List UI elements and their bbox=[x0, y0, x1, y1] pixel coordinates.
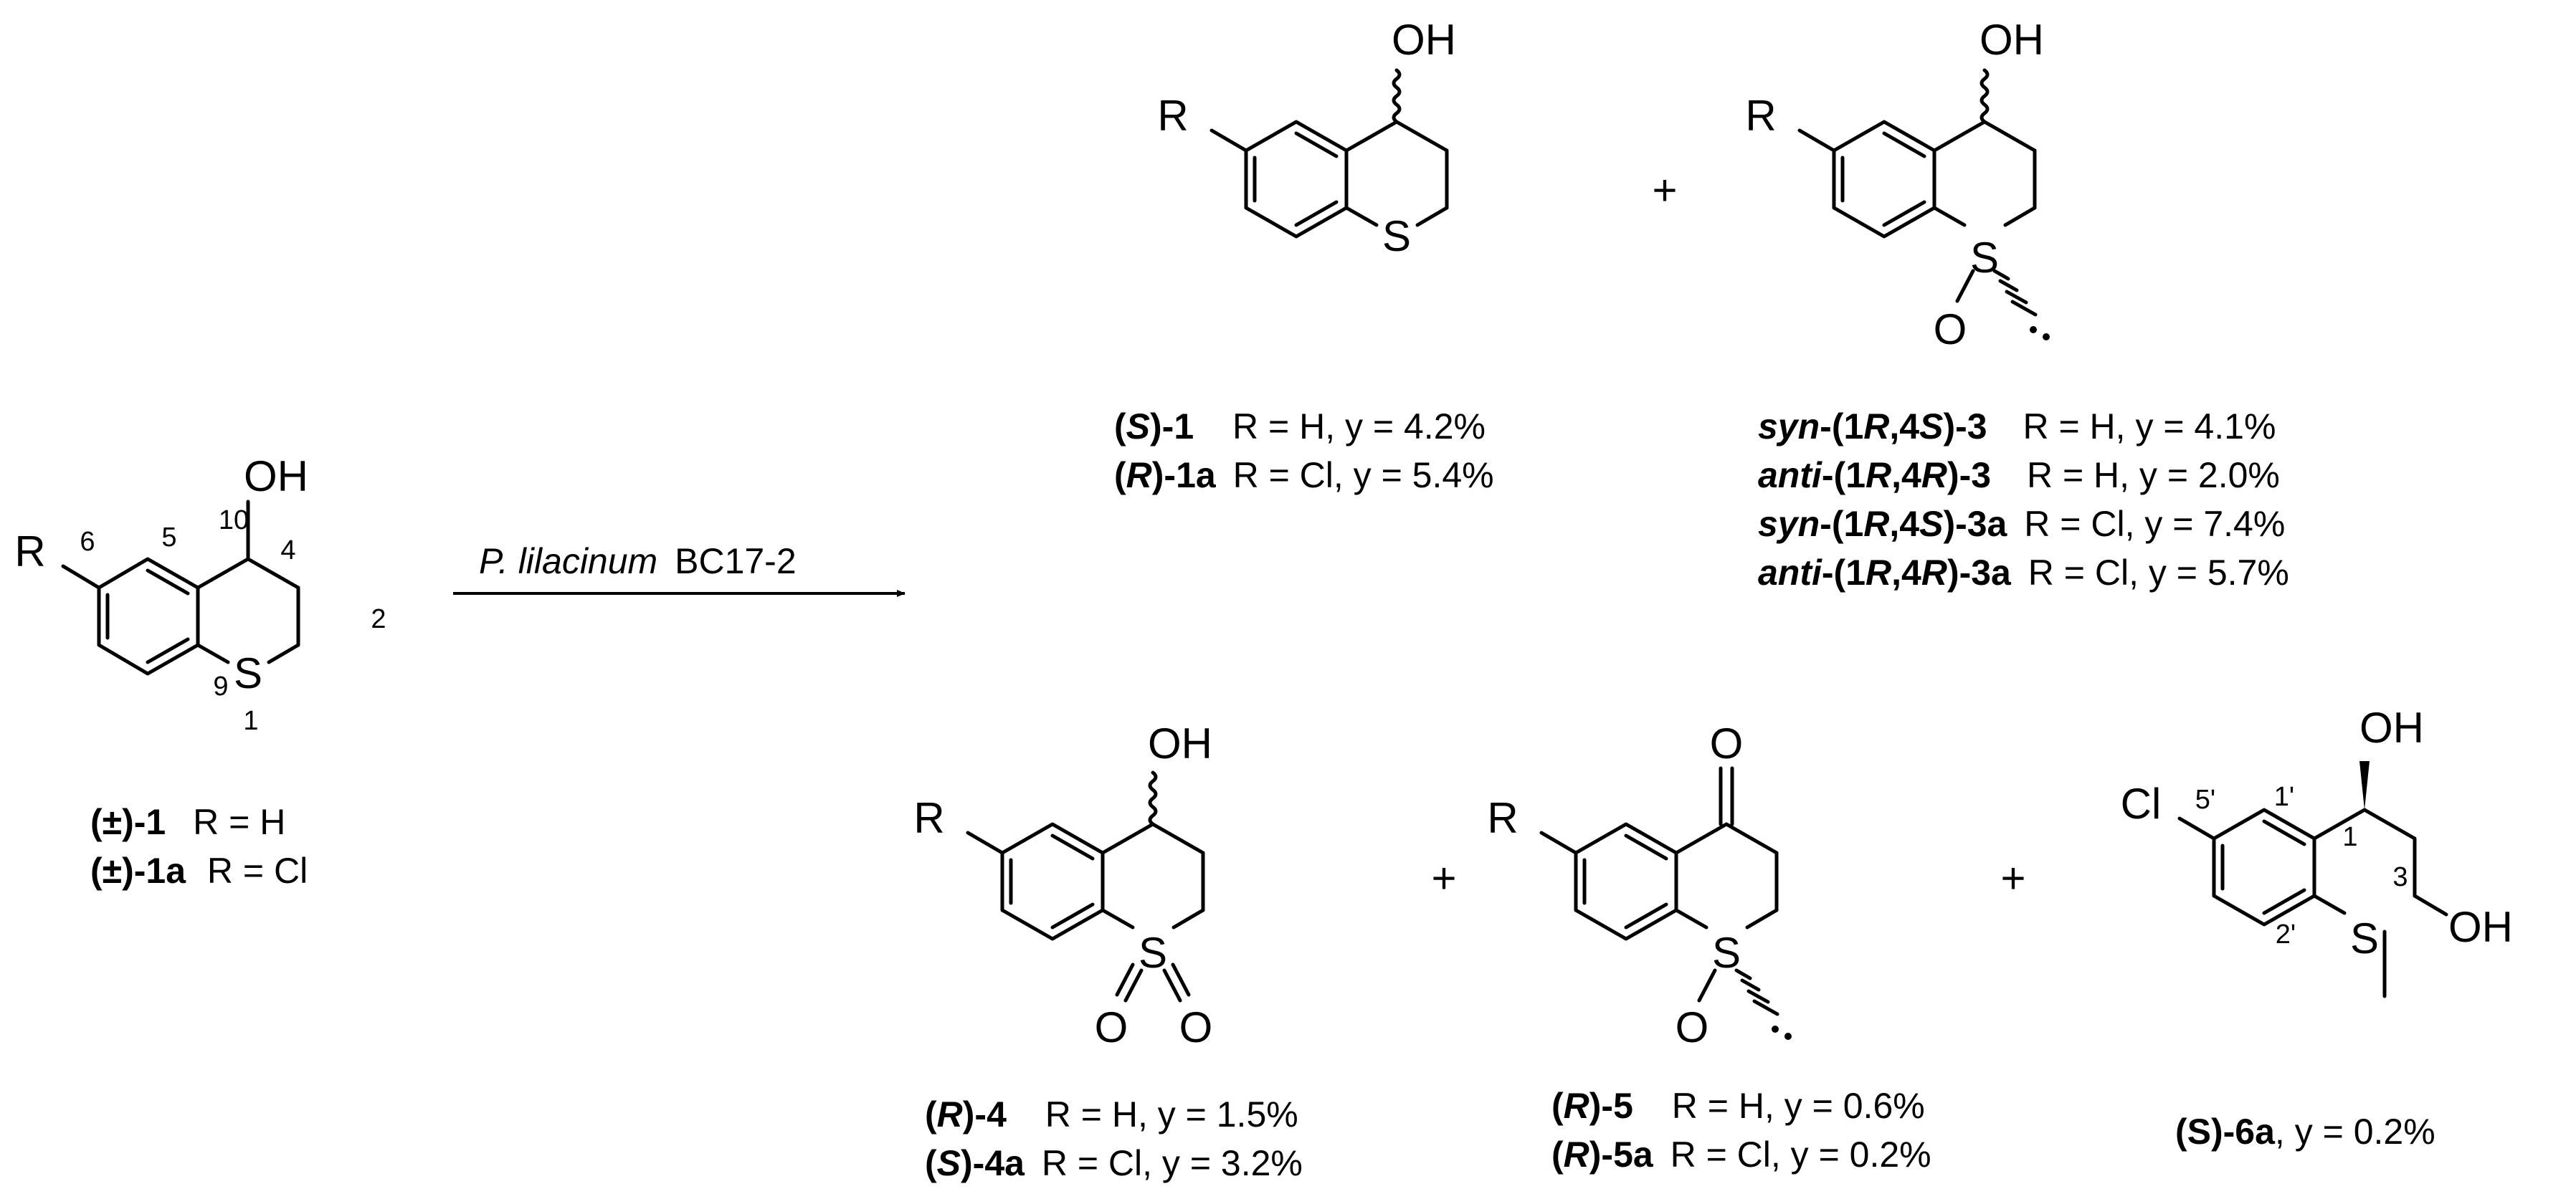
locant-2-prime: 2' bbox=[2276, 919, 2296, 950]
compound-label-s-4a: (S)-4a R = Cl, y = 3.2% bbox=[925, 1143, 1303, 1183]
hydroxyl-group: OH bbox=[1979, 16, 2044, 64]
plus-sign: + bbox=[2000, 854, 2025, 902]
substrate-labels: (±)-1 R = H (±)-1a R = Cl bbox=[90, 802, 308, 891]
product-1-labels: (S)-1 R = H, y = 4.2% (R)-1a R = Cl, y =… bbox=[1114, 406, 1494, 495]
sulfoxide-oxygen: O bbox=[1934, 305, 1967, 353]
sulfur-atom: S bbox=[1712, 929, 1741, 977]
locant-2: 2 bbox=[371, 604, 386, 634]
compound-label-syn-3: syn-(1R,4S)-3 R = H, y = 4.1% bbox=[1758, 406, 2276, 446]
hydroxyl-group: OH bbox=[1392, 16, 1456, 64]
locant-9: 9 bbox=[213, 672, 228, 702]
chloro-substituent: Cl bbox=[2121, 780, 2162, 828]
r-substituent: R bbox=[1157, 92, 1188, 140]
sulfur-atom: S bbox=[2350, 914, 2379, 962]
locant-5: 5 bbox=[161, 522, 176, 553]
compound-label-r-1a: (R)-1a R = Cl, y = 5.4% bbox=[1114, 455, 1494, 495]
compound-label-r-4: (R)-4 R = H, y = 1.5% bbox=[925, 1094, 1298, 1134]
compound-label-1: (±)-1 R = H bbox=[90, 802, 285, 842]
product-3-structure: S O OH R bbox=[1745, 16, 2050, 353]
compound-label-anti-3: anti-(1R,4R)-3 R = H, y = 2.0% bbox=[1758, 455, 2280, 495]
compound-label-anti-3a: anti-(1R,4R)-3a R = Cl, y = 5.7% bbox=[1758, 553, 2289, 593]
reaction-conditions: P. lilacinum BC17-2 bbox=[479, 541, 797, 581]
locant-5-prime: 5' bbox=[2195, 785, 2215, 815]
compound-label-r-5: (R)-5 R = H, y = 0.6% bbox=[1551, 1086, 1925, 1126]
product-4-labels: (R)-4 R = H, y = 1.5% (S)-4a R = Cl, y =… bbox=[925, 1094, 1303, 1183]
product-1-structure: S OH R bbox=[1157, 16, 1456, 260]
reaction-arrow: P. lilacinum BC17-2 bbox=[453, 541, 906, 597]
locant-3: 3 bbox=[2392, 862, 2408, 892]
hydroxyl-group: OH bbox=[2448, 903, 2513, 951]
r-substituent: R bbox=[913, 794, 944, 842]
hydroxyl-group: OH bbox=[244, 452, 308, 500]
product-6a-structure: S OH OH Cl 1 3 1' 2' 5' bbox=[2121, 704, 2513, 998]
r-substituent: R bbox=[1745, 92, 1776, 140]
ketone-oxygen: O bbox=[1710, 720, 1744, 768]
locant-1: 1 bbox=[243, 706, 258, 736]
sulfur-atom: S bbox=[234, 649, 262, 697]
locant-6: 6 bbox=[80, 527, 95, 557]
product-5-structure: S O O R bbox=[1487, 720, 1792, 1051]
sulfoxide-oxygen: O bbox=[1676, 1003, 1709, 1051]
sulfone-oxygen: O bbox=[1179, 1003, 1213, 1051]
substrate-structure: S OH R 1 2 4 5 6 9 10 bbox=[14, 452, 386, 736]
locant-4: 4 bbox=[280, 535, 295, 565]
r-substituent: R bbox=[14, 527, 45, 575]
product-4-structure: S O O OH R bbox=[913, 720, 1212, 1051]
plus-sign: + bbox=[1652, 166, 1677, 214]
sulfur-atom: S bbox=[1970, 234, 1999, 282]
compound-label-syn-3a: syn-(1R,4S)-3a R = Cl, y = 7.4% bbox=[1758, 504, 2285, 544]
sulfone-oxygen: O bbox=[1095, 1003, 1128, 1051]
product-3-labels: syn-(1R,4S)-3 R = H, y = 4.1% anti-(1R,4… bbox=[1758, 406, 2289, 593]
r-substituent: R bbox=[1487, 794, 1518, 842]
product-5-labels: (R)-5 R = H, y = 0.6% (R)-5a R = Cl, y =… bbox=[1551, 1086, 1931, 1175]
locant-1-prime: 1' bbox=[2274, 782, 2294, 812]
compound-label-s-1: (S)-1 R = H, y = 4.2% bbox=[1114, 406, 1486, 446]
hydroxyl-group: OH bbox=[2359, 704, 2424, 752]
product-6a-labels: (S)-6a, y = 0.2% bbox=[2175, 1112, 2435, 1152]
compound-label-s-6a: (S)-6a, y = 0.2% bbox=[2175, 1112, 2435, 1152]
locant-1: 1 bbox=[2342, 822, 2357, 852]
sulfur-atom: S bbox=[1382, 212, 1411, 260]
plus-sign: + bbox=[1431, 854, 1456, 902]
locant-10: 10 bbox=[219, 505, 249, 535]
compound-label-1a: (±)-1a R = Cl bbox=[90, 851, 308, 891]
hydroxyl-group: OH bbox=[1148, 720, 1212, 768]
sulfur-atom: S bbox=[1139, 929, 1167, 977]
compound-label-r-5a: (R)-5a R = Cl, y = 0.2% bbox=[1551, 1134, 1931, 1175]
